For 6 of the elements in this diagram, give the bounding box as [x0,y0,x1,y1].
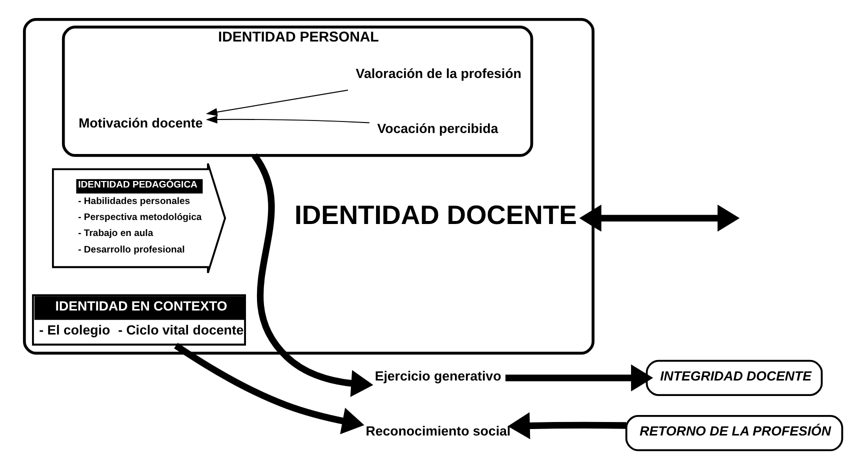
node-text: IDENTIDAD DOCENTE [294,200,576,230]
node-text: Ejercicio generativo [374,368,501,384]
node-text: Vocación percibida [376,121,498,136]
node-text: Reconocimiento social [365,424,510,439]
node-text: Motivación docente [78,116,202,131]
node-text: Valoración de la profesión [355,66,521,82]
